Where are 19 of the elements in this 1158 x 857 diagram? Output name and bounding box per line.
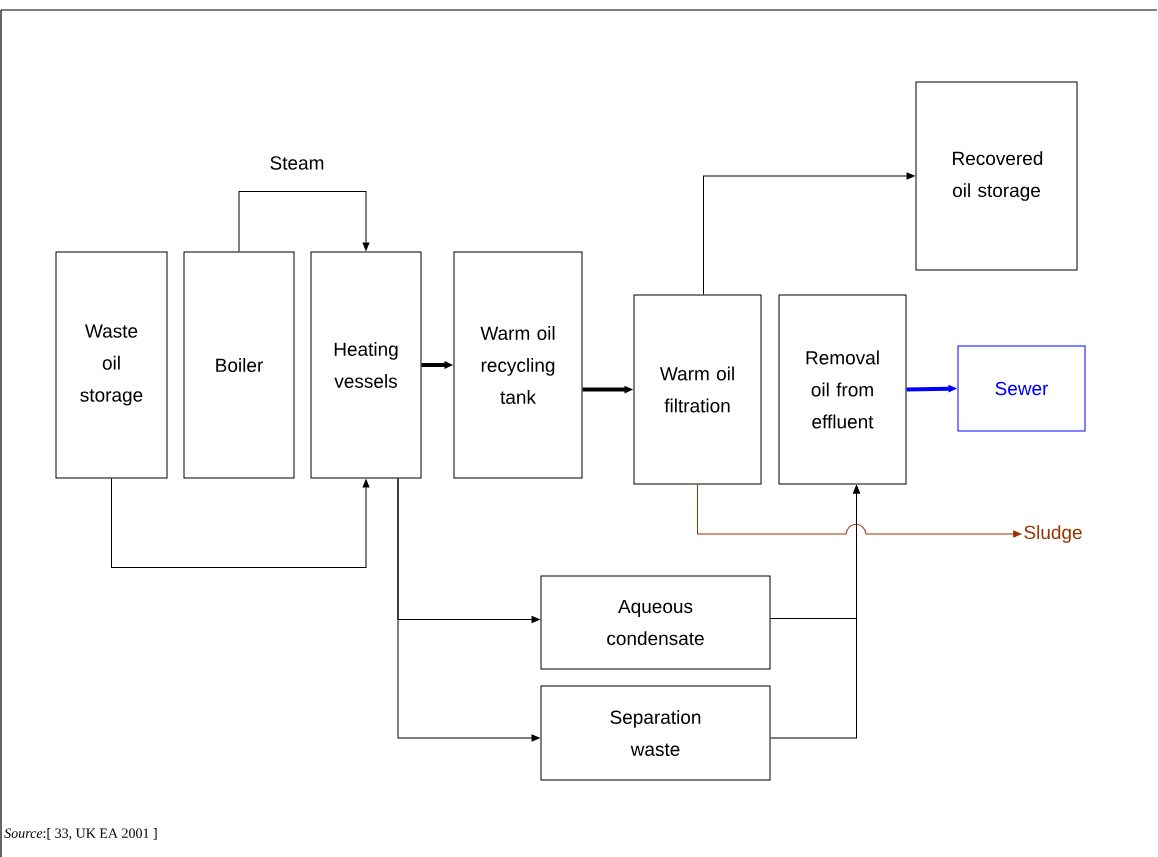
process-box: Separation waste (540, 685, 771, 781)
arrow (397, 478, 540, 742)
process-box: Boiler (183, 251, 295, 479)
source-note: Source:[ 33, UK EA 2001 ] (4, 828, 157, 840)
arrow (238, 191, 370, 252)
process-box: Waste oil storage (55, 251, 168, 479)
flow-label: Sludge (1024, 525, 1082, 543)
edge-label: Steam (268, 155, 326, 171)
process-box: Warm oil recycling tank (453, 251, 583, 479)
process-box: Heating vessels (310, 251, 422, 479)
process-box: Warm oil filtration (633, 294, 762, 485)
arrow (697, 484, 1022, 538)
process-box: Aqueous condensate (540, 575, 771, 670)
arrow (703, 172, 915, 295)
process-box: Removal oil from effluent (778, 294, 907, 485)
process-box: Recovered oil storage (915, 81, 1078, 271)
arrow (111, 478, 370, 568)
arrow (770, 485, 860, 739)
process-box: Sewer (957, 345, 1086, 432)
